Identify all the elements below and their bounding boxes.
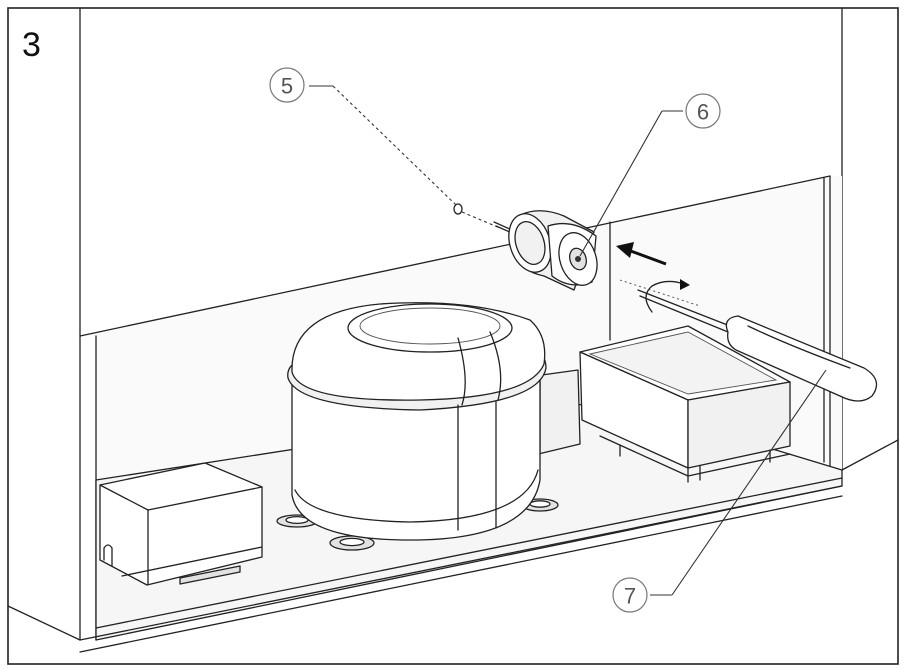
callout-7: 7 — [612, 369, 827, 613]
drip-tray — [579, 325, 791, 483]
step-number: 3 — [22, 26, 41, 64]
callout-7-label: 7 — [624, 584, 636, 609]
insertion-arrow — [616, 242, 667, 266]
callout-6-label: 6 — [697, 100, 709, 125]
compressor — [287, 302, 547, 541]
screw-part — [453, 203, 501, 229]
callout-5: 5 — [269, 67, 457, 206]
screwdriver-tool — [637, 289, 878, 402]
fan-motor-part — [493, 210, 598, 291]
rotation-arrow — [619, 279, 701, 313]
callout-5-label: 5 — [281, 74, 293, 99]
electrical-box — [99, 462, 263, 586]
mounting-grommets — [276, 498, 559, 551]
callout-6: 6 — [579, 93, 721, 257]
